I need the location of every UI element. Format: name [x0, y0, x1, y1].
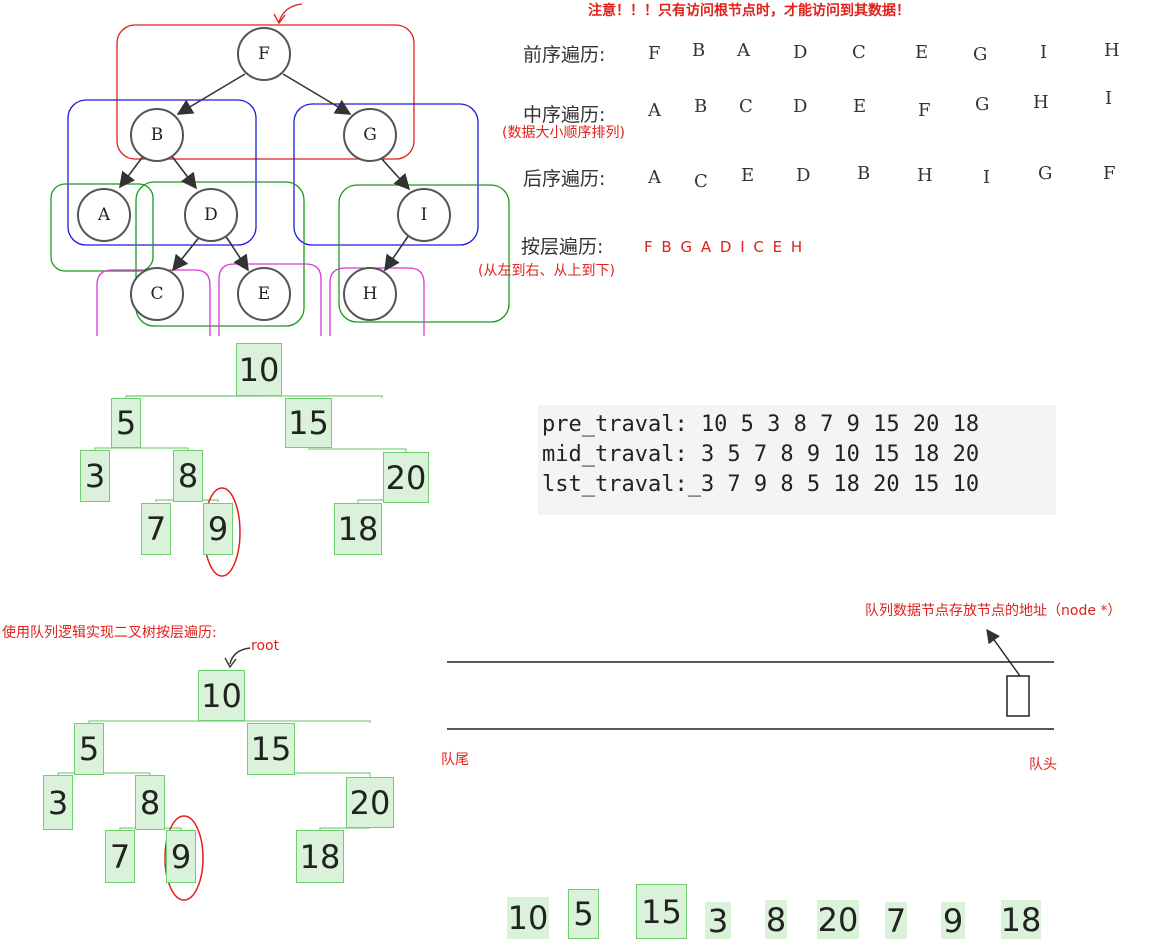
- levelorder-sequence: F B G A D I C E H: [644, 238, 805, 256]
- postorder-label: 后序遍历:: [523, 168, 606, 190]
- preorder-item: C: [852, 42, 866, 63]
- bst-node: 5: [74, 723, 104, 775]
- result-item: 8: [765, 900, 787, 939]
- preorder-item: B: [692, 40, 706, 61]
- console-line-preorder: pre_traval: 10 5 3 8 7 9 15 20 18: [542, 412, 980, 437]
- result-item: 15: [636, 884, 687, 939]
- node-label-c: C: [150, 284, 163, 304]
- subtree-box-b: [67, 99, 257, 246]
- root-arrow-icon: [229, 647, 251, 665]
- inorder-item: E: [853, 96, 867, 117]
- subtree-box-a: [50, 183, 154, 272]
- node-label-g: G: [363, 125, 377, 145]
- tree-node-labels: F B G A D I C E H: [97, 44, 428, 304]
- postorder-item: B: [857, 163, 871, 184]
- postorder-item: H: [917, 165, 933, 186]
- inorder-item: H: [1033, 92, 1049, 113]
- levelorder-note: (从左到右、从上到下): [478, 263, 615, 279]
- console-line-inorder: mid_traval: 3 5 7 8 9 10 15 18 20: [542, 442, 980, 467]
- console-output: pre_traval: 10 5 3 8 7 9 15 20 18 mid_tr…: [538, 405, 1056, 515]
- postorder-item: G: [1038, 163, 1053, 184]
- queue-head-label: 队头: [1029, 757, 1057, 773]
- postorder-item: C: [694, 171, 708, 192]
- result-item: 10: [507, 897, 549, 939]
- bst-node: 5: [111, 398, 141, 448]
- queue-node-slot: [1006, 675, 1030, 717]
- queue-note-arrow: [986, 628, 1021, 677]
- inorder-item: G: [975, 94, 990, 115]
- subtree-box-f: [116, 24, 415, 160]
- bst-node: 8: [135, 775, 165, 830]
- root-label: root: [251, 638, 280, 654]
- subtree-box-g: [293, 103, 479, 246]
- highlight-oval-9-queue: [164, 815, 204, 901]
- inorder-note: (数据大小顺序排列): [502, 125, 625, 141]
- inorder-label: 中序遍历:: [523, 104, 606, 126]
- preorder-item: A: [737, 40, 750, 61]
- result-item: 9: [941, 901, 965, 940]
- console-line-postorder: lst_traval:_3 7 9 8 5 18 20 15 10: [542, 472, 980, 497]
- preorder-item: I: [1040, 42, 1048, 63]
- bst-node: 15: [247, 723, 295, 775]
- bst-node: 3: [43, 775, 73, 830]
- bst-node: 9: [166, 830, 196, 883]
- preorder-label: 前序遍历:: [523, 44, 606, 66]
- node-label-f: F: [258, 44, 270, 64]
- bst-node: 7: [105, 830, 135, 883]
- inorder-item: D: [793, 96, 808, 117]
- subtree-box-e: [218, 263, 322, 336]
- postorder-item: A: [648, 167, 661, 188]
- bst-node: 18: [334, 503, 382, 555]
- bst-node: 15: [285, 398, 332, 448]
- notice-text: 注意！！！只有访问根节点时，才能访问到其数据！: [588, 3, 910, 19]
- tree-edges: [119, 73, 411, 272]
- node-label-e: E: [258, 284, 270, 304]
- node-label-b: B: [151, 125, 164, 145]
- queue-title: 使用队列逻辑实现二叉树按层遍历:: [2, 625, 217, 641]
- bst-node: 18: [296, 830, 344, 883]
- bst-node: 20: [346, 777, 394, 828]
- bst-node: 8: [173, 450, 203, 502]
- preorder-item: G: [973, 44, 988, 65]
- node-label-i: I: [421, 205, 428, 225]
- inorder-item: B: [694, 96, 708, 117]
- postorder-item: D: [796, 165, 811, 186]
- preorder-item: F: [648, 43, 661, 64]
- postorder-item: E: [741, 165, 755, 186]
- pointer-arrow-icon: [278, 3, 303, 23]
- bst-node: 10: [198, 670, 245, 721]
- inorder-item: C: [739, 96, 753, 117]
- tree-node-circles: [77, 27, 451, 321]
- bst-node: 10: [236, 343, 282, 396]
- queue-tail-label: 队尾: [441, 752, 469, 768]
- bst-node: 3: [80, 450, 110, 502]
- result-item: 5: [568, 889, 599, 939]
- preorder-item: H: [1104, 40, 1120, 61]
- bst-node: 9: [203, 503, 233, 555]
- queue-note: 队列数据节点存放节点的地址（node *）: [865, 603, 1122, 619]
- preorder-item: E: [915, 42, 929, 63]
- bst1-edges: [94, 395, 407, 503]
- bst-node: 20: [383, 452, 429, 503]
- bst2-edges: [57, 720, 371, 831]
- postorder-item: I: [983, 167, 991, 188]
- levelorder-label: 按层遍历:: [521, 236, 604, 258]
- result-item: 20: [817, 900, 859, 939]
- inorder-item: F: [918, 100, 931, 121]
- preorder-item: D: [793, 42, 808, 63]
- bst-node: 7: [141, 503, 171, 555]
- result-item: 7: [885, 901, 907, 940]
- node-label-a: A: [97, 205, 111, 225]
- inorder-item: A: [648, 100, 661, 121]
- node-label-h: H: [363, 284, 378, 304]
- inorder-item: I: [1105, 88, 1113, 109]
- postorder-item: F: [1103, 163, 1116, 184]
- node-label-d: D: [204, 205, 218, 225]
- result-item: 3: [705, 902, 731, 940]
- subtree-box-d: [135, 181, 305, 327]
- result-item: 18: [1000, 900, 1042, 939]
